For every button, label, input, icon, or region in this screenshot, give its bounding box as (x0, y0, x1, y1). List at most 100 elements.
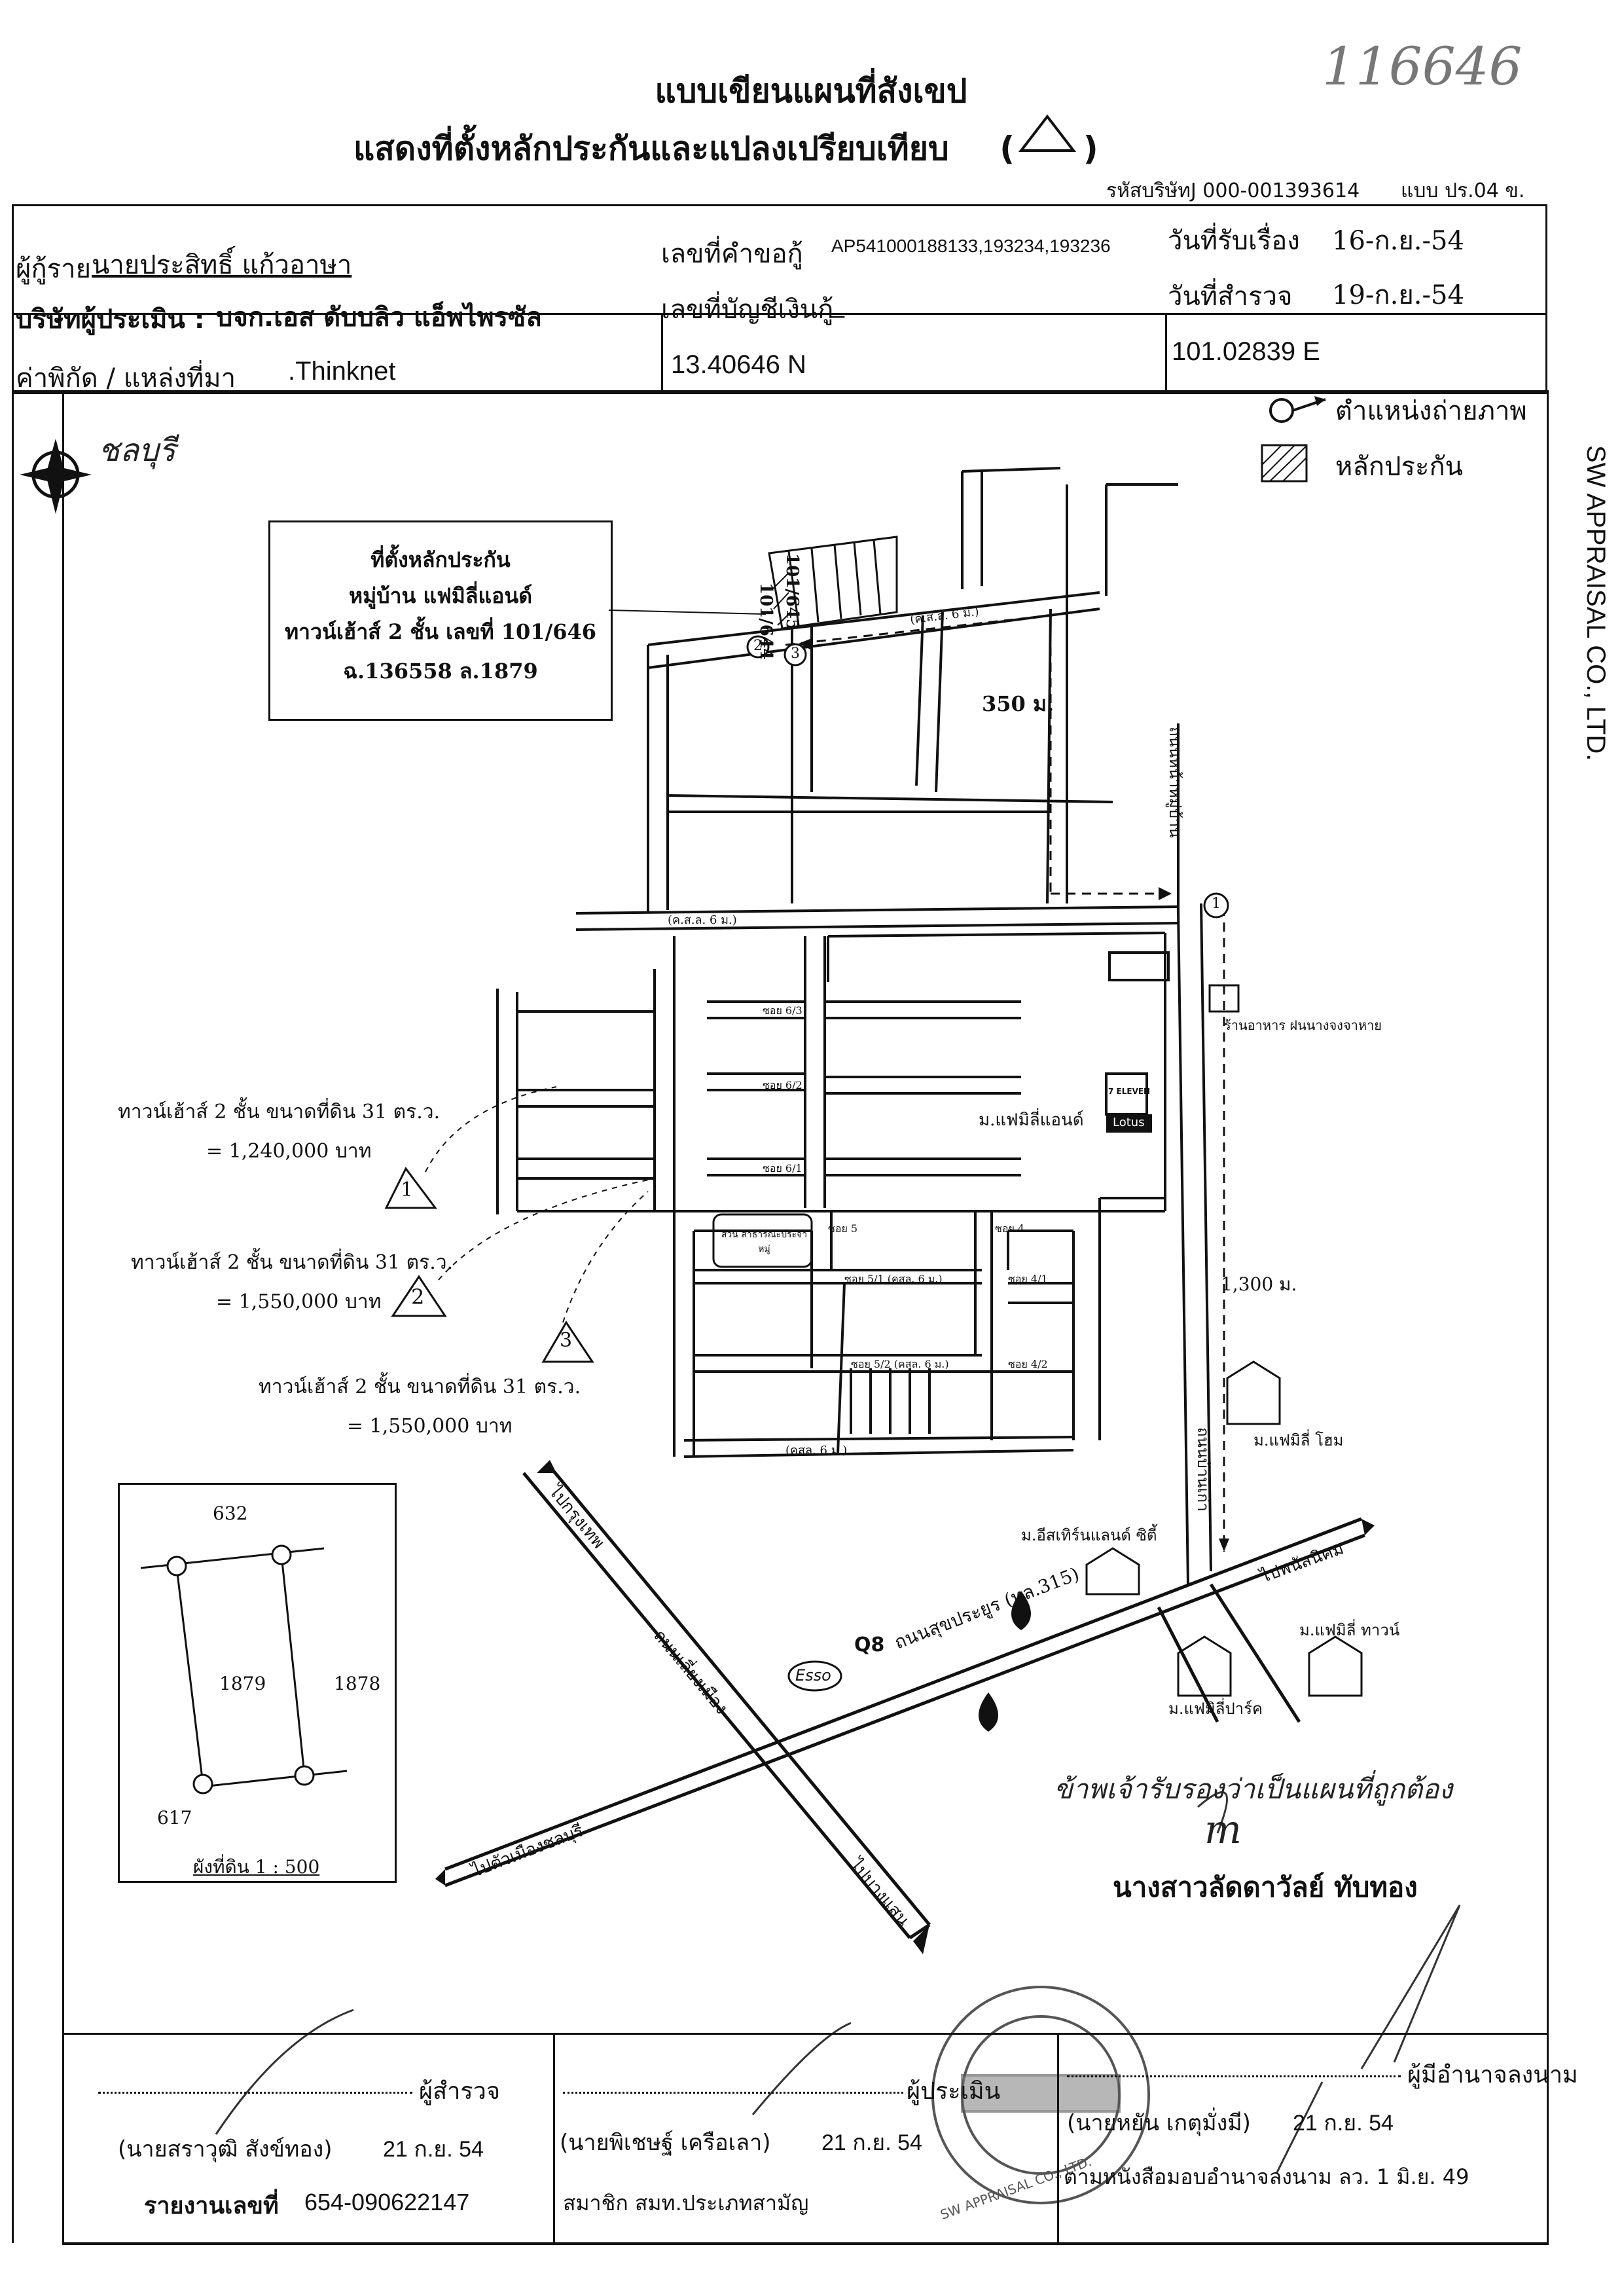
appraiser-role: ผู้ประเมิน (907, 2078, 1001, 2105)
plot-plan-box (118, 1483, 397, 1883)
footer-bottom-line (62, 2242, 1547, 2244)
certification-initials: m (1204, 1807, 1242, 1853)
header-divider-2 (12, 390, 1545, 392)
survey-date: 19-ก.ย.-54 (1332, 280, 1464, 310)
comparable-3-price: = 1,550,000 บาท (347, 1415, 513, 1438)
plot-label-645: 101/645 (782, 553, 802, 631)
soi-4-2: ซอย 4/2 (1008, 1358, 1048, 1370)
side-company-text: SW APPRAISAL CO., LTD. (1581, 445, 1610, 761)
footer-vline-2 (1057, 2033, 1059, 2242)
signer-role: ผู้มีอำนาจลงนาม (1407, 2062, 1578, 2088)
received-date: 16-ก.ย.-54 (1332, 226, 1464, 256)
header-vline-1 (661, 313, 663, 390)
coord-source: .Thinknet (288, 357, 396, 386)
comparable-1-description: ทาวน์เฮ้าส์ 2 ชั้น ขนาดที่ดิน 31 ตร.ว. (118, 1101, 441, 1123)
photo-point-3: 3 (791, 646, 800, 662)
comparable-2-number: 2 (411, 1285, 425, 1309)
soi-5: ซอย 5 (828, 1222, 858, 1235)
signer-dots (1067, 2075, 1401, 2077)
borrower-name: นายประสิทธิ์ แก้วอาษา (92, 250, 352, 280)
appraiser-dots (563, 2092, 903, 2094)
form-code: แบบ ปร.04 ข. (1401, 179, 1525, 202)
latitude: 13.40646 N (671, 350, 806, 379)
village-road-vertical: ถนนหน้าหมู่บ้าน (1166, 727, 1184, 838)
received-label: วันที่รับเรื่อง (1168, 226, 1300, 256)
surveyor-role: ผู้สำรวจ (419, 2078, 500, 2105)
reference-number: 116646 (1322, 36, 1523, 97)
plot-plan-left: 1879 (219, 1673, 266, 1694)
soi-5-1: ซอย 5/1 (คสล. 6 ม.) (844, 1273, 943, 1285)
comparable-1-number: 1 (401, 1178, 414, 1201)
location-box (268, 520, 613, 721)
compass-note: ชลบุรี (98, 432, 176, 469)
certification-handwritten: ข้าพเจ้ารับรองว่าเป็นแผนที่ถูกต้อง (1054, 1773, 1452, 1805)
location-line-1: ที่ตั้งหลักประกัน (370, 547, 511, 572)
esso-label: Esso (795, 1666, 831, 1685)
appraiser-label: บริษัทผู้ประเมิน : (16, 304, 205, 335)
signer-name: (นายหยัน เกตุมั่งมี) (1067, 2110, 1251, 2136)
company-code: รหัสบริษัทJ 000-001393614 (1106, 179, 1360, 202)
plot-plan-top: 632 (213, 1503, 248, 1524)
header-table (12, 204, 1547, 394)
soi-6-2: ซอย 6/2 (763, 1079, 802, 1091)
soi-5-2: ซอย 5/2 (คสล. 6 ม.) (851, 1358, 949, 1370)
comparable-3-number: 3 (560, 1329, 573, 1352)
eastern-land-label: ม.อีสเทิร์นแลนด์ ซิตี้ (1021, 1526, 1157, 1544)
surveyor-dots (98, 2092, 412, 2094)
survey-label: วันที่สำรวจ (1168, 282, 1293, 312)
distance-350: 350 ม. (982, 691, 1054, 716)
lotus-label: Lotus (1113, 1116, 1145, 1129)
borrower-label: ผู้กู้ราย (16, 254, 92, 284)
report-number: 654-090622147 (304, 2189, 470, 2215)
q8-label: Q8 (854, 1633, 885, 1656)
family-town-label: ม.แฟมิลี่ ทาวน์ (1299, 1621, 1400, 1639)
soi-4-1: ซอย 4/1 (1008, 1273, 1048, 1285)
appraiser-company: บจก.เอส ดับบลิว แอ็พไพรซัล (216, 302, 542, 333)
comparable-2-description: ทาวน์เฮ้าส์ 2 ชั้น ขนาดที่ดิน 31 ตร.ว. (131, 1251, 454, 1274)
location-line-3: ทาวน์เฮ้าส์ 2 ชั้น เลขที่ 101/646 (284, 619, 597, 644)
account-no: _ (831, 288, 844, 318)
header-divider-1 (12, 313, 1545, 315)
location-line-2: หมู่บ้าน แฟมิลี่แอนด์ (349, 583, 532, 608)
soi-6-1: ซอย 6/1 (763, 1162, 802, 1175)
appraiser-date: 21 ก.ย. 54 (821, 2130, 922, 2155)
coord-label: ค่าพิกัด / แหล่งที่มา (16, 363, 236, 393)
footer-vline-1 (553, 2033, 555, 2242)
document-subtitle: แสดงที่ตั้งหลักประกันและแปลงเปรียบเทียบ … (353, 123, 1098, 175)
plot-plan-scale: ผังที่ดิน 1 : 500 (193, 1856, 320, 1878)
request-no: AP541000188133,193234,193236 (831, 236, 1111, 256)
comparable-1-price: = 1,240,000 บาท (206, 1140, 372, 1163)
longitude: 101.02839 E (1172, 337, 1320, 366)
appraiser-membership: สมาชิก สมท.ประเภทสามัญ (563, 2191, 809, 2215)
plot-plan-bottom: 617 (157, 1807, 192, 1829)
legend-photo-label: ตำแหน่งถ่ายภาพ (1335, 396, 1527, 426)
account-no-label: เลขที่บัญชีเงินกู้ (661, 295, 834, 325)
surveyor-name: (นายสราวุฒิ สังข์ทอง) (118, 2136, 333, 2162)
left-margin-line (12, 390, 14, 2243)
footer-top-line (62, 2033, 1547, 2035)
family-home-label: ม.แฟมิลี่ โฮม (1253, 1431, 1344, 1449)
subtitle-paren-close: ) (1083, 130, 1098, 168)
village-main-label: ม.แฟมิลี่แอนด์ (979, 1110, 1084, 1130)
certification-name: นางสาวลัดดาวัลย์ ทับทอง (1113, 1871, 1418, 1903)
legend-collateral-label: หลักประกัน (1335, 452, 1464, 482)
document-title: แบบเขียนแผนที่สังเขป (655, 72, 967, 110)
photo-point-2: 2 (753, 638, 763, 654)
road-label-bottom: (คสล. 6 ม.) (785, 1444, 848, 1457)
road-label-mid: (ค.ส.ล. 6 ม.) (668, 913, 737, 927)
soi-6-3: ซอย 6/3 (763, 1004, 802, 1017)
distance-1300: 1,300 ม. (1221, 1273, 1297, 1295)
header-vline-2 (1165, 313, 1167, 390)
photo-point-1: 1 (1212, 896, 1221, 912)
comparable-3-description: ทาวน์เฮ้าส์ 2 ชั้น ขนาดที่ดิน 31 ตร.ว. (259, 1376, 581, 1398)
park-label: สวน สาธารณะประจำหมู่ (721, 1230, 808, 1254)
restaurant-label: ร้านอาหาร ฝนนางจงจาหาย (1224, 1017, 1382, 1033)
soi-4: ซอย 4 (995, 1222, 1025, 1235)
report-label: รายงานเลขที่ (144, 2193, 279, 2219)
plot-plan-right: 1878 (334, 1673, 381, 1694)
road-to-village: ถนนบ้านเก่า (1194, 1427, 1212, 1512)
appraiser-name: (นายพิเชษฐ์ เครือเลา) (560, 2130, 771, 2156)
surveyor-date: 21 ก.ย. 54 (383, 2137, 484, 2162)
request-no-label: เลขที่คำขอกู้ (661, 239, 803, 269)
location-line-4: ฉ.136558 ล.1879 (343, 659, 538, 683)
